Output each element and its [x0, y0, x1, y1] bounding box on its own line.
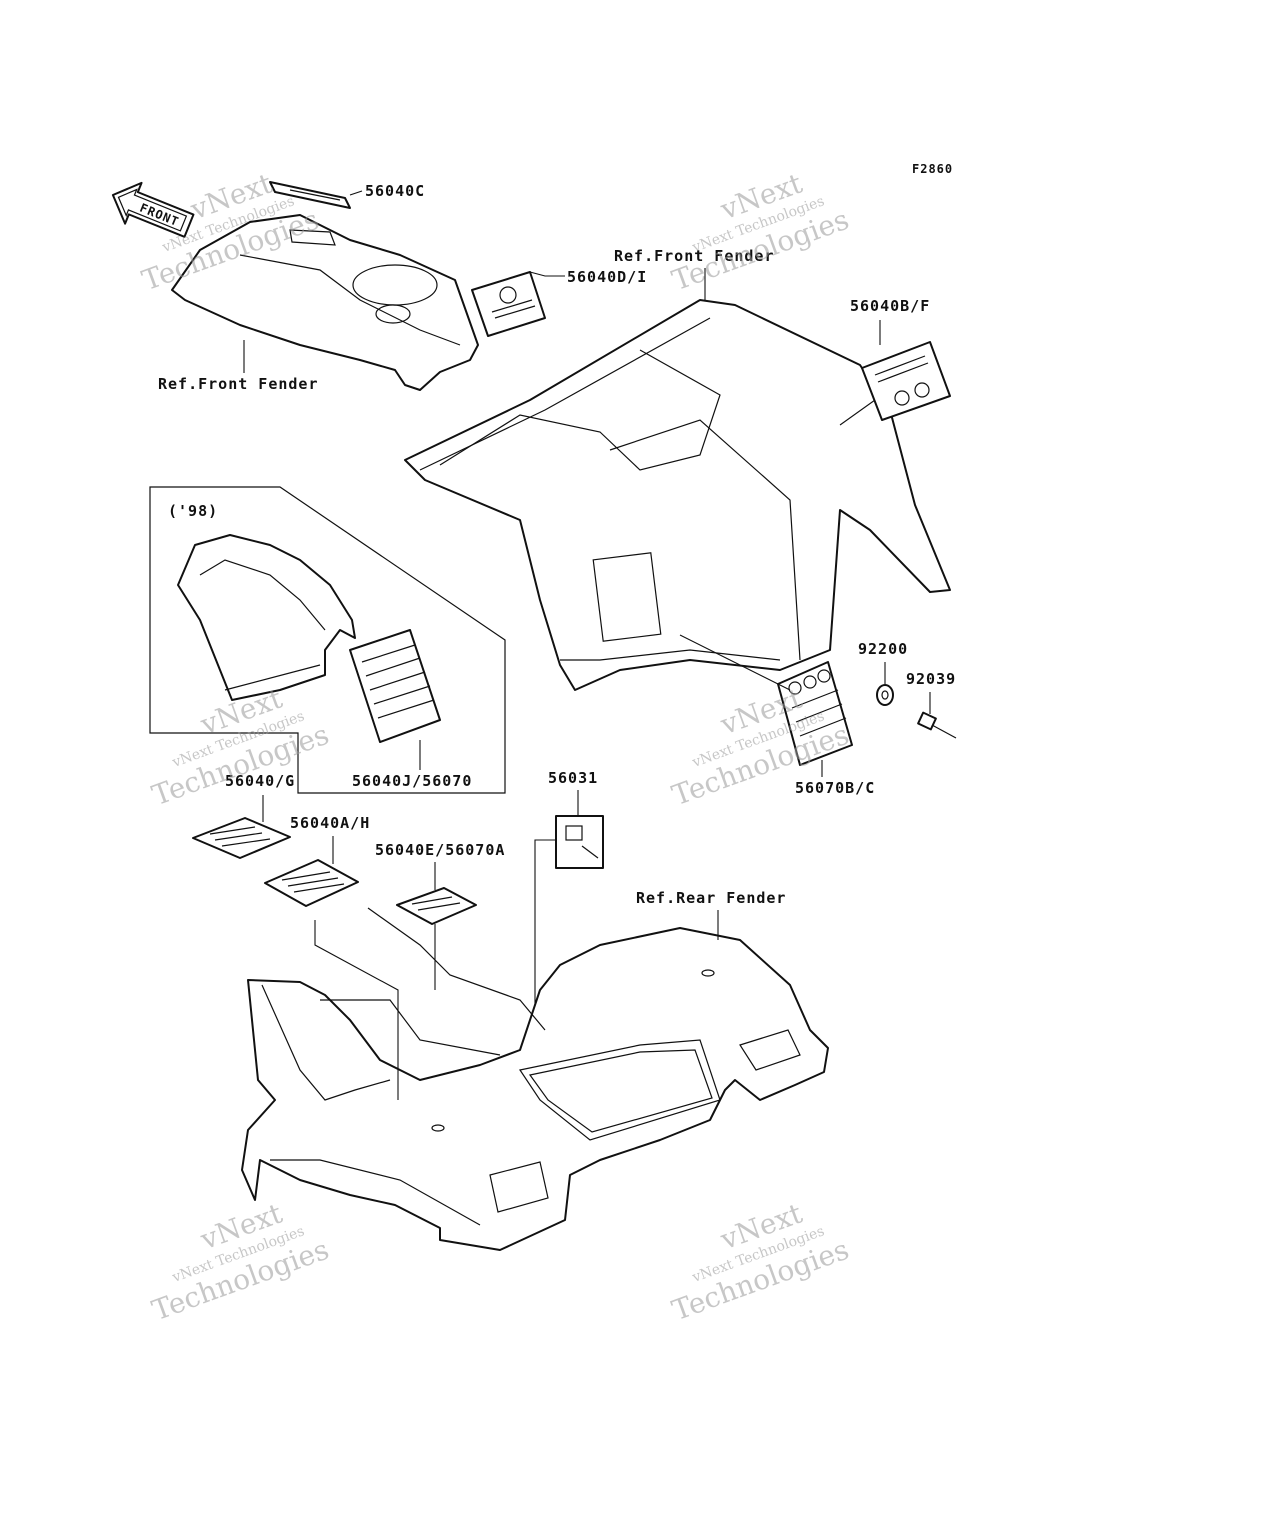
decal-56040bf — [861, 341, 951, 421]
figure-code: F2860 — [912, 162, 953, 176]
label-56040g: 56040/G — [225, 772, 295, 790]
decal-56040c — [269, 181, 351, 209]
watermark-2: vNext vNext Technologies Technologies — [668, 166, 853, 297]
label-ref-front-fender-top: Ref.Front Fender — [614, 247, 775, 265]
rear-fender — [241, 907, 829, 1251]
variant-box-98 — [149, 486, 506, 794]
watermark-6: vNext vNext Technologies Technologies — [668, 1196, 853, 1327]
watermark-5: vNext vNext Technologies Technologies — [148, 1196, 333, 1327]
label-56031: 56031 — [548, 769, 598, 787]
decal-56040ah — [264, 859, 359, 907]
decal-56040e — [396, 887, 477, 925]
label-92200: 92200 — [858, 640, 908, 658]
decal-56031 — [555, 815, 604, 869]
label-56040j-56070: 56040J/56070 — [352, 772, 472, 790]
label-variant-98: ('98) — [168, 502, 218, 520]
label-56040di: 56040D/I — [567, 268, 647, 286]
washer-92200 — [876, 684, 894, 706]
decal-56040g — [192, 817, 291, 859]
label-56040c: 56040C — [365, 182, 425, 200]
decal-56040di — [471, 271, 546, 337]
front-fender-left — [171, 214, 479, 391]
pin-92039 — [917, 711, 957, 739]
label-56040bf: 56040B/F — [850, 297, 930, 315]
label-92039: 92039 — [906, 670, 956, 688]
label-56040ah: 56040A/H — [290, 814, 370, 832]
decal-56070bc — [777, 661, 853, 766]
front-fender-right — [404, 299, 951, 691]
label-ref-front-fender-left: Ref.Front Fender — [158, 375, 319, 393]
label-56070bc: 56070B/C — [795, 779, 875, 797]
label-56040e-56070a: 56040E/56070A — [375, 841, 505, 859]
label-ref-rear-fender: Ref.Rear Fender — [636, 889, 786, 907]
